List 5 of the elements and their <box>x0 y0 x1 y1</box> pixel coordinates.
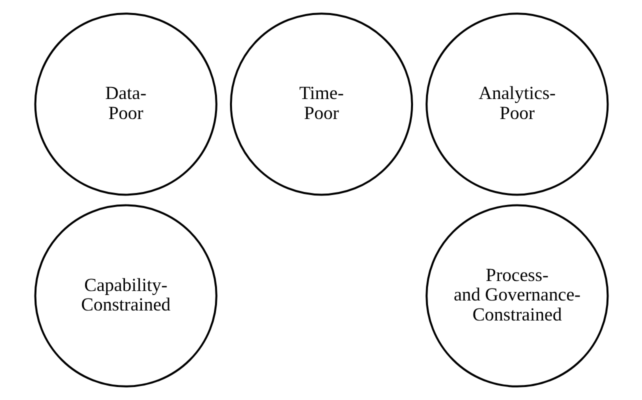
node-circle: Data- Poor <box>34 12 217 196</box>
node-circle: Analytics- Poor <box>425 12 608 196</box>
node-circle: Capability- Constrained <box>34 204 217 388</box>
node-circle: Time- Poor <box>229 12 413 196</box>
node-circle: Process- and Governance- Constrained <box>425 204 608 388</box>
